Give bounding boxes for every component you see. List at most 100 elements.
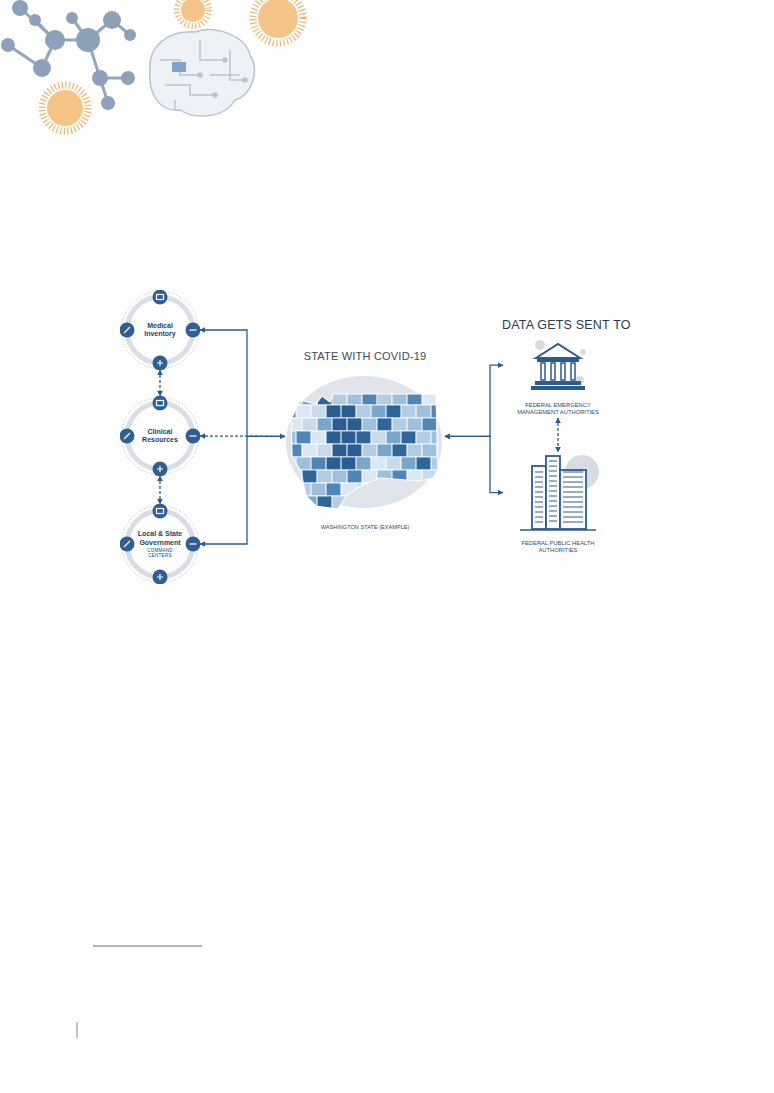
- county-cell: [422, 496, 437, 509]
- county-cell: [332, 470, 347, 483]
- county-cell: [362, 418, 377, 431]
- county-cell: [302, 392, 317, 405]
- county-cell: [416, 509, 431, 522]
- county-cell: [341, 431, 356, 444]
- county-cell: [401, 405, 416, 418]
- page-number-bar: [77, 1022, 78, 1038]
- icon-glyph: [190, 435, 197, 436]
- county-cell: [437, 392, 452, 405]
- county-cell: [371, 509, 386, 522]
- county-cell: [392, 418, 407, 431]
- county-cell: [431, 509, 446, 522]
- county-cell: [407, 496, 422, 509]
- node-subtext: COMMAND CENTERS: [136, 548, 184, 558]
- county-cell: [302, 418, 317, 431]
- county-cell: [416, 405, 431, 418]
- virus-decoration: [42, 0, 303, 131]
- node-text: FEDERAL EMERGENCY MANAGEMENT AUTHORITIES: [507, 402, 609, 416]
- state-map-region: STATE WITH COVID-19WASHINGTON STATE (EXA…: [285, 350, 445, 530]
- federal-building-icon: [531, 340, 586, 390]
- washington-counties: [281, 392, 452, 522]
- window-line: [549, 506, 557, 507]
- window-line: [563, 517, 583, 518]
- window-line: [535, 472, 543, 473]
- county-cell: [392, 470, 407, 483]
- window-line: [549, 466, 557, 467]
- county-cell: [287, 418, 302, 431]
- county-cell: [347, 418, 362, 431]
- washington-outline: [291, 394, 438, 509]
- county-cell: [281, 483, 296, 496]
- county-cell: [386, 431, 401, 444]
- county-cell: [317, 418, 332, 431]
- county-cell: [416, 483, 431, 496]
- icon-badge: [186, 323, 201, 338]
- county-cell: [347, 444, 362, 457]
- icon-badge: [153, 504, 168, 519]
- county-cell: [287, 496, 302, 509]
- icon-glyph: [157, 574, 163, 580]
- window-line: [535, 507, 543, 508]
- county-cell: [422, 470, 437, 483]
- county-cell: [347, 496, 362, 509]
- section-label: DATA GETS SENT TO: [502, 318, 631, 332]
- node-subtext: WASHINGTON STATE (EXAMPLE): [319, 524, 412, 530]
- node-text: Medical Inventory: [136, 322, 184, 338]
- window-line: [563, 482, 583, 483]
- connector: [445, 365, 503, 436]
- county-cell: [311, 483, 326, 496]
- county-cell: [341, 405, 356, 418]
- county-cell: [407, 418, 422, 431]
- icon-glyph: [157, 360, 163, 366]
- window-line: [549, 481, 557, 482]
- county-cell: [356, 509, 371, 522]
- window-line: [535, 502, 543, 503]
- icon-badge: [153, 396, 168, 411]
- window-line: [563, 522, 583, 523]
- icon-badge: [153, 356, 168, 371]
- icon-glyph: [157, 401, 164, 406]
- window-line: [549, 521, 557, 522]
- icon-glyph: [124, 327, 130, 333]
- authority-node: FEDERAL PUBLIC HEALTH AUTHORITIES: [503, 452, 613, 556]
- county-cell: [377, 496, 392, 509]
- window-line: [563, 472, 583, 473]
- county-cell: [302, 470, 317, 483]
- county-cell: [437, 444, 452, 457]
- county-cell: [296, 405, 311, 418]
- icon-glyph: [124, 541, 130, 547]
- window-line: [563, 492, 583, 493]
- county-cell: [281, 405, 296, 418]
- county-cell: [347, 470, 362, 483]
- window-line: [549, 461, 557, 462]
- authority-node: FEDERAL EMERGENCY MANAGEMENT AUTHORITIES: [503, 338, 613, 418]
- county-cell: [437, 496, 452, 509]
- county-cell: [392, 496, 407, 509]
- county-cell: [416, 431, 431, 444]
- county-cell: [287, 392, 302, 405]
- county-cell: [362, 470, 377, 483]
- node-text: FEDERAL PUBLIC HEALTH AUTHORITIES: [507, 540, 609, 554]
- county-cell: [431, 457, 446, 470]
- county-cell: [311, 431, 326, 444]
- county-cell: [371, 457, 386, 470]
- node-text: Local & State Government: [136, 530, 184, 546]
- window-line: [549, 471, 557, 472]
- county-cell: [332, 444, 347, 457]
- connector: [200, 330, 285, 436]
- window-line: [535, 487, 543, 488]
- icon-glyph: [124, 433, 130, 439]
- county-cell: [386, 457, 401, 470]
- window-line: [535, 492, 543, 493]
- grey-ring: [127, 297, 193, 363]
- grey-ring: [127, 403, 193, 469]
- connector: [445, 436, 503, 492]
- county-cell: [302, 496, 317, 509]
- county-cell: [341, 457, 356, 470]
- county-cell: [386, 405, 401, 418]
- county-cell: [386, 509, 401, 522]
- county-cell: [407, 444, 422, 457]
- window-line: [535, 477, 543, 478]
